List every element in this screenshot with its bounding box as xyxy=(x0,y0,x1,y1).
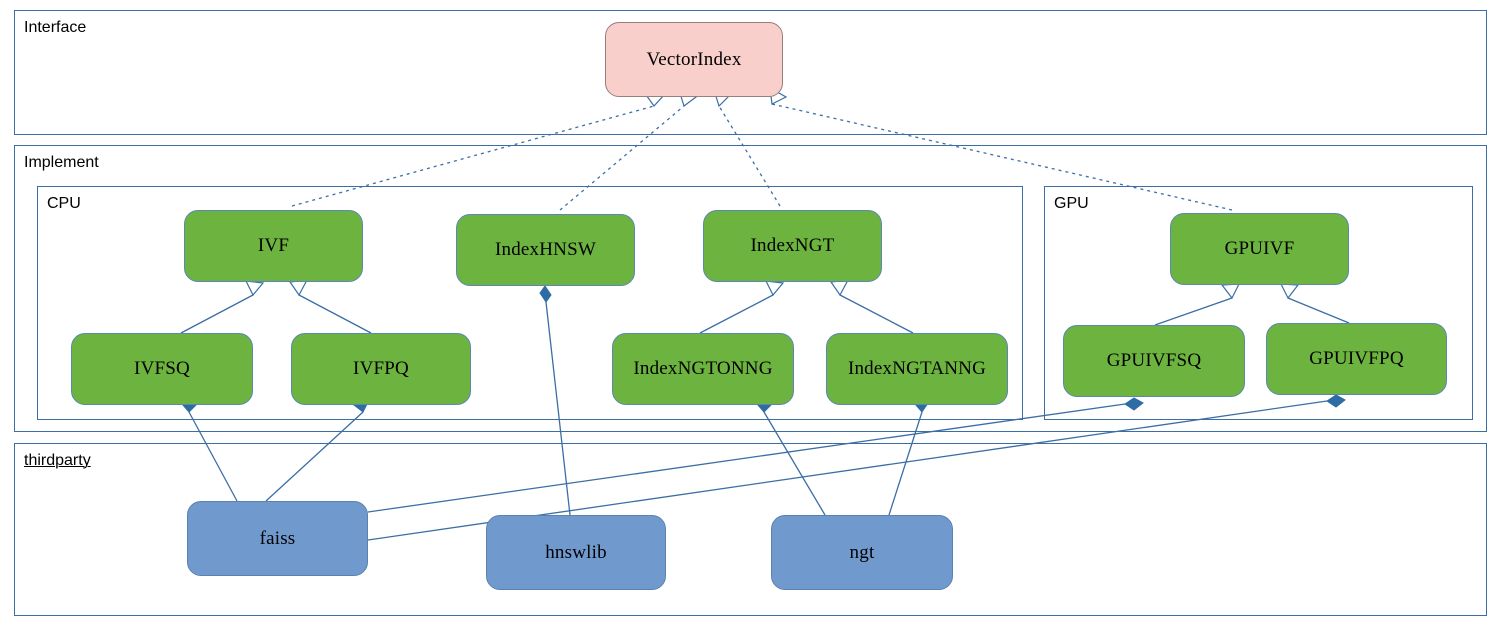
spellcheck-squiggle-icon xyxy=(24,470,91,475)
node-label-gpuivfpq: GPUIVFPQ xyxy=(1309,348,1404,369)
node-label-indexngt: IndexNGT xyxy=(750,235,835,256)
container-label-cpu: CPU xyxy=(47,195,81,212)
container-label-thirdparty-text: thirdparty xyxy=(24,452,91,469)
node-gpuivfsq[interactable]: GPUIVFSQ xyxy=(1063,325,1245,397)
node-hnswlib[interactable]: hnswlib xyxy=(486,515,666,590)
node-label-vectorindex: VectorIndex xyxy=(646,48,742,70)
node-label-indexhnsw: IndexHNSW xyxy=(494,239,596,260)
container-label-interface: Interface xyxy=(24,19,87,36)
node-label-indexngtonng: IndexNGTONNG xyxy=(633,358,773,379)
node-label-gpuivf: GPUIVF xyxy=(1224,238,1295,259)
container-label-implement: Implement xyxy=(24,154,99,171)
node-label-ivfpq: IVFPQ xyxy=(353,358,409,379)
node-label-ivfsq: IVFSQ xyxy=(134,358,190,379)
container-thirdparty xyxy=(14,443,1487,616)
node-indexhnsw[interactable]: IndexHNSW xyxy=(456,214,635,286)
node-vectorindex[interactable]: VectorIndex xyxy=(605,22,783,97)
node-ivfsq[interactable]: IVFSQ xyxy=(71,333,253,405)
node-gpuivf[interactable]: GPUIVF xyxy=(1170,213,1349,285)
container-label-thirdparty: thirdparty xyxy=(24,453,91,469)
container-interface xyxy=(14,10,1487,135)
node-label-gpuivfsq: GPUIVFSQ xyxy=(1106,350,1202,371)
node-ivfpq[interactable]: IVFPQ xyxy=(291,333,471,405)
container-cpu xyxy=(37,186,1023,420)
node-label-ivf: IVF xyxy=(257,235,290,256)
node-ivf[interactable]: IVF xyxy=(184,210,363,282)
container-implement xyxy=(14,145,1487,432)
node-label-indexngtanng: IndexNGTANNG xyxy=(847,358,987,379)
node-label-faiss: faiss xyxy=(259,527,296,549)
node-label-ngt: ngt xyxy=(849,541,875,563)
node-ngt[interactable]: ngt xyxy=(771,515,953,590)
node-indexngt[interactable]: IndexNGT xyxy=(703,210,882,282)
node-faiss[interactable]: faiss xyxy=(187,501,368,576)
container-label-gpu: GPU xyxy=(1054,195,1089,212)
node-indexngtonng[interactable]: IndexNGTONNG xyxy=(612,333,794,405)
node-indexngtanng[interactable]: IndexNGTANNG xyxy=(826,333,1008,405)
container-gpu xyxy=(1044,186,1473,420)
node-label-hnswlib: hnswlib xyxy=(545,541,607,563)
node-gpuivfpq[interactable]: GPUIVFPQ xyxy=(1266,323,1447,395)
